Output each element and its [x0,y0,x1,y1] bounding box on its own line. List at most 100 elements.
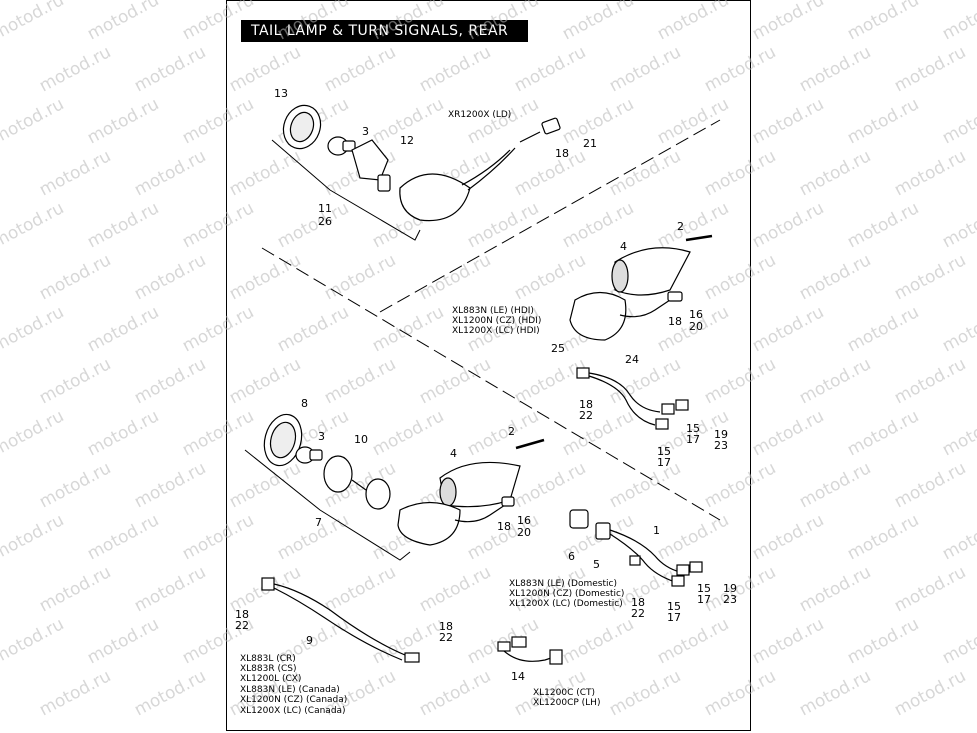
callout-23-h24: 23 [714,439,728,452]
turn-signal-assembly-mid [244,413,545,561]
watermark-text: motod.ru [84,302,162,356]
watermark-text: motod.ru [939,94,977,148]
watermark-text: motod.ru [179,0,257,44]
watermark-text: motod.ru [321,250,399,304]
watermark-text: motod.ru [749,614,827,668]
watermark-text: motod.ru [749,198,827,252]
turn-signal-25 [569,291,671,341]
callout-16-mid: 16 [517,514,531,527]
callout-19-dom: 19 [723,582,737,595]
lamp-housing-11 [399,147,516,222]
socket-10 [323,455,391,510]
callout-4-mid: 4 [450,447,457,460]
watermark-text: motod.ru [749,0,827,44]
stud-2-mid [515,438,545,450]
watermark-text: motod.ru [606,146,684,200]
watermark-text: motod.ru [131,146,209,200]
watermark-text: motod.ru [179,94,257,148]
watermark-text: motod.ru [891,250,969,304]
caption-domestic-3: XL1200X (LC) (Domestic) [509,599,623,609]
watermark-text: motod.ru [369,0,447,44]
caption-canada-4: XL883N (LE) (Canada) [240,685,340,695]
lens-ring-8 [263,413,303,467]
watermark-text: motod.ru [131,458,209,512]
watermark-text: motod.ru [416,250,494,304]
callout-15-doma: 15 [697,582,711,595]
watermark-text: motod.ru [701,250,779,304]
watermark-text: motod.ru [796,42,874,96]
caption-xr1200x: XR1200X (LD) [448,110,511,120]
watermark-text: motod.ru [226,42,304,96]
watermark-text: motod.ru [321,354,399,408]
watermark-text: motod.ru [511,354,589,408]
callout-18-hdi: 18 [668,315,682,328]
watermark-text: motod.ru [511,146,589,200]
watermark-text: motod.ru [464,198,542,252]
watermark-text: motod.ru [36,666,114,720]
watermark-text: motod.ru [84,198,162,252]
callout-22-can1: 22 [235,619,249,632]
callout-12: 12 [400,134,414,147]
callout-21: 21 [583,137,597,150]
callout-19-h24: 19 [714,428,728,441]
caption-canada-3: XL1200L (CX) [240,674,301,684]
callout-9: 9 [306,634,313,647]
watermark-text: motod.ru [464,0,542,44]
callout-18-dom: 18 [631,596,645,609]
watermark-text: motod.ru [844,302,922,356]
callout-11: 11 [318,202,332,215]
watermark-text: motod.ru [701,666,779,720]
watermark-text: motod.ru [796,458,874,512]
watermark-text: motod.ru [131,42,209,96]
callout-14: 14 [511,670,525,683]
watermark-text: motod.ru [606,666,684,720]
caption-ct-1: XL1200C (CT) [533,688,595,698]
watermark-text: motod.ru [179,510,257,564]
watermark-text: motod.ru [179,302,257,356]
watermark-text: motod.ru [416,562,494,616]
harness-14-ct [497,636,563,665]
callout-10: 10 [354,433,368,446]
watermark-text: motod.ru [131,354,209,408]
watermark-text: motod.ru [179,198,257,252]
caption-canada-1: XL883L (CR) [240,654,296,664]
bracket-4-hdi [611,247,691,296]
callout-18-mid: 18 [497,520,511,533]
watermark-text: motod.ru [796,146,874,200]
callout-24: 24 [625,353,639,366]
watermark-text: motod.ru [939,198,977,252]
watermark-text: motod.ru [891,666,969,720]
watermark-text: motod.ru [36,250,114,304]
callout-26: 26 [318,215,332,228]
watermark-text: motod.ru [559,406,637,460]
watermark-text: motod.ru [796,562,874,616]
watermark-text: motod.ru [844,406,922,460]
caption-hdi-1: XL883N (LE) (HDI) [452,306,534,316]
callout-18-can2: 18 [439,620,453,633]
watermark-text: motod.ru [559,94,637,148]
callout-16-hdi: 16 [689,308,703,321]
watermark-text: motod.ru [511,42,589,96]
watermark-text: motod.ru [0,406,67,460]
watermark-text: motod.ru [749,302,827,356]
watermark-text: motod.ru [796,250,874,304]
watermark-text: motod.ru [796,354,874,408]
watermark-text: motod.ru [701,42,779,96]
watermark-text: motod.ru [939,302,977,356]
caption-hdi-3: XL1200X (LC) (HDI) [452,326,540,336]
watermark-text: motod.ru [84,0,162,44]
watermark-text: motod.ru [891,146,969,200]
callout-3-mid: 3 [318,430,325,443]
callout-1: 1 [653,524,660,537]
watermark-text: motod.ru [844,510,922,564]
watermark-text: motod.ru [844,198,922,252]
watermark-text: motod.ru [939,510,977,564]
watermark-text: motod.ru [131,666,209,720]
connector-16-mid [501,496,515,507]
turn-signal-lamp-mid [397,501,506,546]
callout-4-hdi: 4 [620,240,627,253]
relay-6 [569,509,589,529]
watermark-text: motod.ru [464,406,542,460]
callout-6: 6 [568,550,575,563]
